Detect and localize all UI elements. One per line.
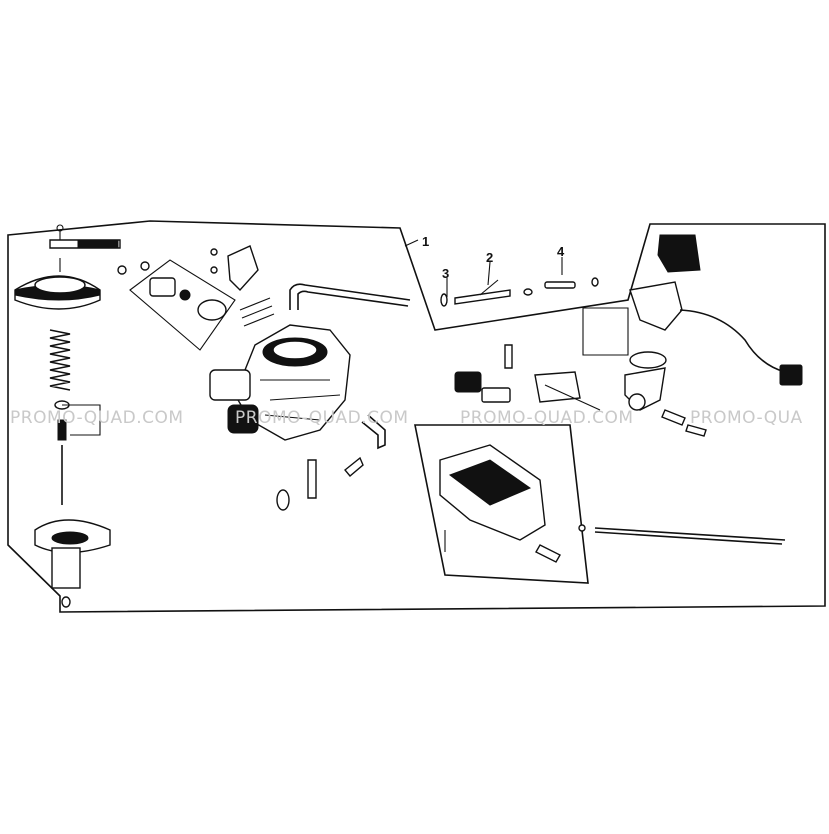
needle-part [54, 400, 101, 505]
spring-part [49, 329, 71, 391]
top-plate-part [49, 224, 121, 249]
callout-2-leader [487, 261, 491, 286]
float-parts [454, 344, 601, 411]
callout-3: 3 [442, 266, 449, 281]
throttle-rod-part [578, 524, 786, 545]
diaphragm-cover-part [14, 258, 101, 310]
choke-parts [117, 245, 275, 327]
callout-1-leader [404, 239, 419, 247]
callout-2: 2 [486, 250, 493, 265]
carburetor-body-part [209, 324, 351, 441]
watermark-text: PROMO-QUA [690, 408, 803, 428]
callout-1: 1 [422, 234, 429, 249]
choke-subframe [129, 259, 236, 351]
slide-valve-part [34, 519, 111, 608]
callout-4: 4 [557, 244, 565, 259]
adjust-screws-part [276, 456, 364, 511]
drain-hose-part [361, 414, 386, 450]
watermark-text: PROMO-QUAD.COM [460, 408, 634, 428]
auto-choke-part [582, 234, 803, 437]
repair-kit-parts [440, 277, 599, 307]
watermark-text: PROMO-QUAD.COM [235, 408, 409, 428]
float-chamber-frame [414, 424, 589, 584]
watermark-text: PROMO-QUAD.COM [10, 408, 184, 428]
float-bowl-part [439, 444, 561, 563]
vent-hose-part [289, 283, 411, 310]
